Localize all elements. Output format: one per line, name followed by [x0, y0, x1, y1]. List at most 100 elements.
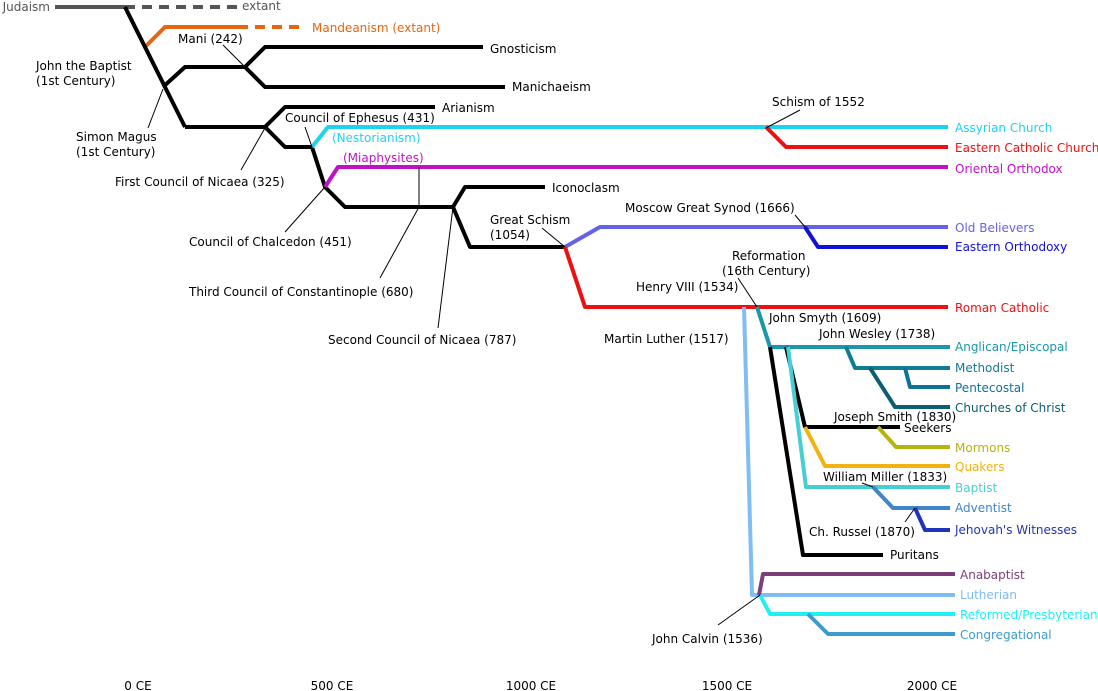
axis-tick-2000: 2000 CE	[907, 679, 957, 691]
jehovahs-witnesses-label: Jehovah's Witnesses	[954, 523, 1077, 537]
manichaeism-label: Manichaeism	[512, 80, 591, 94]
ephesus-pointer	[304, 126, 313, 148]
old-believers-line	[564, 225, 948, 249]
quakers-line	[803, 426, 950, 468]
nicaea1-label: First Council of Nicaea (325)	[115, 175, 285, 189]
roman-catholic-label: Roman Catholic	[955, 301, 1049, 315]
john-baptist-label-line1: John the Baptist	[35, 59, 132, 73]
calvin-pointer	[717, 594, 761, 626]
smyth-label: John Smyth (1609)	[768, 311, 881, 325]
old-believers-label: Old Believers	[955, 221, 1035, 235]
henry8-label: Henry VIII (1534)	[636, 280, 738, 294]
schism1552-pointer	[765, 109, 801, 129]
moscow-pointer	[794, 214, 806, 228]
luther-label: Martin Luther (1517)	[604, 332, 729, 346]
moscow-synod-label: Moscow Great Synod (1666)	[625, 201, 795, 215]
mani-pointer	[222, 44, 246, 68]
russel-label: Ch. Russel (1870)	[809, 525, 915, 539]
mormons-line	[876, 425, 950, 449]
event-pointers	[147, 44, 916, 626]
great-schism-pointer	[541, 227, 566, 248]
chalcedon-pointer	[284, 186, 326, 233]
mani-label: Mani (242)	[178, 32, 243, 46]
pentecostal-line	[903, 367, 950, 389]
russel-pointer	[904, 507, 916, 523]
ephesus-label: Council of Ephesus (431)	[285, 111, 435, 125]
eastern-catholic-line	[764, 125, 948, 149]
iconoclasm-label: Iconoclasm	[552, 181, 620, 195]
simon-magus-label-line2: (1st Century)	[76, 145, 155, 159]
axis-tick-500: 500 CE	[311, 679, 354, 691]
schism1552-label: Schism of 1552	[772, 95, 865, 109]
nicaea2-pointer	[437, 206, 454, 329]
axis-tick-0: 0 CE	[124, 679, 151, 691]
miller-label: William Miller (1833)	[823, 470, 947, 484]
jehovahs-witnesses-line	[913, 507, 950, 532]
joseph-smith-label: Joseph Smith (1830)	[833, 410, 956, 424]
miaphysites-label: (Miaphysites)	[343, 151, 424, 165]
event-labels: Mani (242) John the Baptist (1st Century…	[35, 32, 956, 646]
branch-lines	[55, 5, 955, 636]
reformed-line	[758, 594, 955, 616]
anglican-label: Anglican/Episcopal	[955, 340, 1068, 354]
iconoclasm-line	[451, 185, 545, 209]
congregational-line	[806, 612, 955, 636]
churches-of-christ-label: Churches of Christ	[955, 401, 1066, 415]
baptist-line	[786, 346, 950, 489]
baptist-label: Baptist	[955, 481, 997, 495]
manichaeism-line	[243, 65, 505, 89]
chalcedon-label: Council of Chalcedon (451)	[189, 235, 352, 249]
nestorianism-label: (Nestorianism)	[332, 131, 421, 145]
assyrian-church-label: Assyrian Church	[955, 121, 1052, 135]
wesley-label: John Wesley (1738)	[818, 327, 935, 341]
mormons-label: Mormons	[955, 441, 1010, 455]
great-schism-label-line2: (1054)	[490, 228, 530, 242]
extant-label: extant	[242, 0, 281, 13]
simon-magus-label-line1: Simon Magus	[76, 130, 157, 144]
gnostic-branch-line	[161, 45, 483, 89]
reformation-label-line2: (16th Century)	[722, 264, 810, 278]
axis-tick-1000: 1000 CE	[506, 679, 556, 691]
john-baptist-label-line2: (1st Century)	[36, 74, 115, 88]
simon-magus-pointer	[147, 88, 164, 129]
adventist-label: Adventist	[955, 501, 1012, 515]
lutherian-label: Lutherian	[960, 588, 1017, 602]
reformed-label: Reformed/Presbyterian	[960, 608, 1098, 622]
lutherian-line	[742, 306, 955, 597]
roman-catholic-line	[563, 246, 948, 309]
arianism-label: Arianism	[442, 101, 495, 115]
nicaea2-label: Second Council of Nicaea (787)	[328, 333, 516, 347]
oriental-orthodox-label: Oriental Orthodox	[955, 162, 1063, 176]
anabaptist-line	[757, 572, 955, 596]
congregational-label: Congregational	[960, 628, 1052, 642]
churches-of-christ-line	[868, 366, 950, 409]
quakers-label: Quakers	[955, 460, 1005, 474]
nestorian-assyrian-line	[310, 125, 948, 149]
pentecostal-label: Pentecostal	[955, 381, 1024, 395]
mandeanism-line	[143, 25, 238, 49]
mandeanism-label: Mandeanism (extant)	[312, 21, 440, 35]
nicaea1-pointer	[240, 127, 266, 171]
constantinople3-label: Third Council of Constantinople (680)	[188, 285, 413, 299]
arianism-line	[263, 105, 435, 129]
anabaptist-label: Anabaptist	[960, 568, 1025, 582]
constantinople3-pointer	[379, 167, 420, 279]
miaphysite-line	[323, 165, 948, 189]
early-trunk-line	[123, 6, 187, 128]
time-axis: 0 CE 500 CE 1000 CE 1500 CE 2000 CE	[124, 679, 957, 691]
methodist-line	[844, 346, 950, 370]
gnosticism-label: Gnosticism	[490, 42, 556, 56]
puritans-label: Puritans	[890, 548, 939, 562]
judaism-label: Judaism	[2, 0, 50, 14]
branch-labels: Judaism extant Mandeanism (extant) Gnost…	[2, 0, 1098, 642]
calvin-label: John Calvin (1536)	[651, 632, 763, 646]
miller-pointer	[861, 482, 874, 488]
methodist-label: Methodist	[955, 361, 1015, 375]
reformation-pointer	[737, 277, 758, 308]
axis-tick-1500: 1500 CE	[702, 679, 752, 691]
seekers-label: Seekers	[904, 421, 951, 435]
eastern-orthodoxy-label: Eastern Orthodoxy	[955, 240, 1067, 254]
eastern-orthodoxy-line	[803, 225, 948, 249]
eastern-catholic-label: Eastern Catholic Church	[955, 141, 1098, 155]
